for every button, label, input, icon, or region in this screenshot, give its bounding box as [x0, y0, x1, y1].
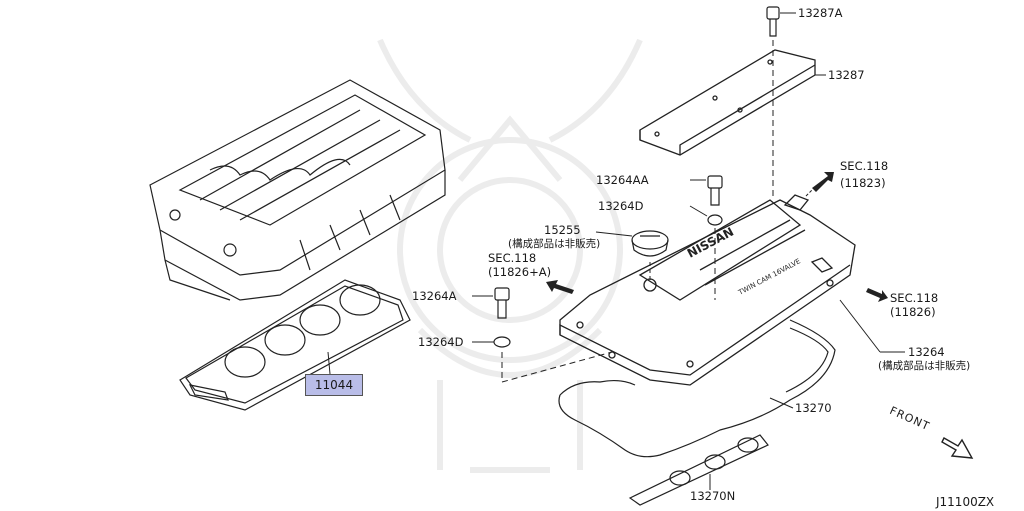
label-13270: 13270 [795, 401, 832, 415]
sec-ref-left[interactable]: SEC.118 [488, 251, 537, 265]
highlighted-part-11044[interactable]: 11044 [305, 374, 363, 396]
label-13264d-left: 13264D [418, 335, 464, 349]
label-13264: 13264 [908, 345, 945, 359]
label-13287: 13287 [828, 68, 865, 82]
plug-tube-gasket [628, 434, 769, 506]
leader-13264 [839, 299, 881, 353]
label-13264d-top: 13264D [598, 199, 644, 213]
label-13264aa: 13264AA [596, 173, 649, 187]
brand-marking: NISSAN [685, 225, 736, 261]
sec-ref-top-right[interactable]: SEC.118 [840, 159, 889, 173]
label-13264a: 13264A [412, 289, 457, 303]
bolt-13287a [766, 6, 780, 37]
note-13264: (構成部品は非販売) [878, 360, 971, 372]
sec-ref-right[interactable]: SEC.118 [890, 291, 939, 305]
diagram-code: J11100ZX [936, 495, 995, 509]
cover-gasket [558, 319, 836, 458]
label-15255: 15255 [544, 223, 581, 237]
sec-ref-arrows [546, 172, 888, 302]
head-gasket [179, 279, 411, 411]
leader-11044 [327, 351, 331, 375]
sec-ref-left-sub: (11826+A) [488, 265, 552, 279]
cylinder-head [149, 79, 446, 301]
watermark-emblem [377, 38, 643, 473]
label-13270n: 13270N [690, 489, 736, 503]
engine-marking: TWIN CAM 16VALVE [736, 257, 802, 297]
rocker-cover [559, 194, 856, 386]
front-arrow [941, 437, 974, 459]
note-15255: (構成部品は非販売) [508, 238, 601, 250]
cover-plate [639, 49, 816, 156]
sec-ref-top-right-sub: (11823) [840, 176, 886, 190]
label-13287a: 13287A [798, 6, 843, 20]
bolt-13264aa [707, 175, 723, 226]
oil-filler-cap [631, 230, 669, 257]
sec-ref-right-sub: (11826) [890, 305, 936, 319]
